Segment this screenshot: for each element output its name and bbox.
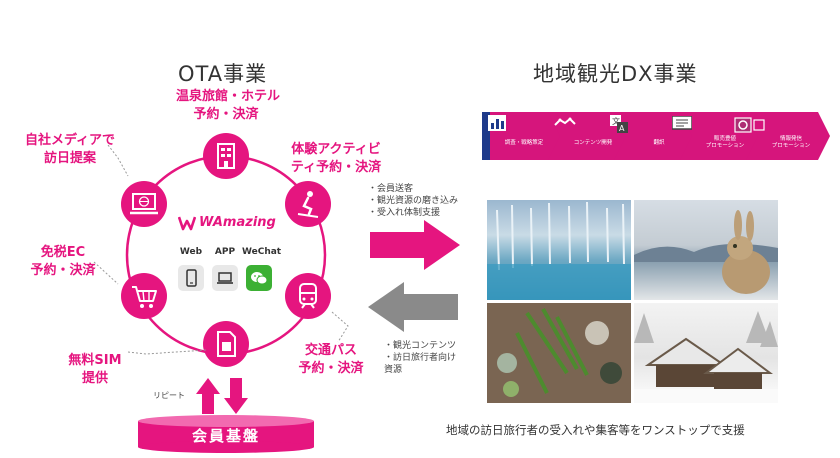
member-base-label: 会員基盤: [191, 427, 260, 445]
svg-text:文: 文: [612, 116, 620, 126]
translate-icon: 文A: [610, 115, 628, 133]
shopping-cart-icon: [132, 286, 157, 308]
phone-icon: [178, 265, 204, 291]
repeat-label: リピート: [153, 391, 185, 400]
flow-left-text: ・観光コンテンツ・訪日旅行者向け資源: [384, 341, 457, 375]
laptop-icon: [212, 265, 238, 291]
brand-name: WAmazing: [199, 215, 276, 230]
tax-free-node: [121, 273, 167, 319]
channel-web-label: Web: [179, 247, 203, 257]
member-base-cylinder: [138, 415, 314, 453]
camera-icon: [734, 117, 765, 133]
transport-node: [285, 273, 331, 319]
activity-label: 体験アクティビティ予約・決済: [290, 142, 382, 175]
photo-vegetables: [487, 303, 631, 403]
monitor-icon: [672, 116, 692, 130]
media-label: 自社メディアで訪日提案: [24, 133, 116, 166]
wamazing-mark-icon: [178, 216, 196, 231]
photo-rabbit: [634, 200, 778, 300]
laptop-globe-icon: [130, 193, 158, 215]
dx-title: 地域観光DX事業: [533, 62, 698, 86]
dx-caption: 地域の訪日旅行者の受入れや集客等をワンストップで支援: [446, 423, 745, 437]
transport-label: 交通パス予約・決済: [298, 343, 364, 376]
train-icon: [299, 283, 317, 309]
sim-node: [203, 321, 249, 367]
dx-step-translation-label: 翻訳: [653, 140, 665, 146]
dx-step-research: 調査・戦略策定: [482, 112, 566, 160]
flow-left-arrow: [368, 282, 458, 332]
dx-step-research-label: 調査・戦略策定: [504, 140, 544, 146]
bar-chart-icon: [488, 115, 506, 131]
label-connectors: [93, 144, 349, 355]
hotel-label: 温泉旅館・ホテル予約・決済: [176, 89, 281, 122]
skier-icon: [297, 191, 319, 218]
flow-right-text: ・会員送客・観光資源の磨き込み・受入れ体制支援: [368, 184, 459, 218]
photo-snow-village: [634, 303, 778, 403]
activity-node: [285, 181, 331, 227]
ota-title: OTA事業: [178, 62, 268, 86]
handshake-icon: [554, 117, 576, 126]
flow-right-arrow: [370, 220, 460, 270]
dx-step-promotion: 情報発信プロモーション: [734, 112, 830, 160]
brand-logo: WAmazing: [178, 214, 276, 232]
channel-app-label: APP: [214, 247, 236, 257]
dx-step-promotion-label: 情報発信プロモーション: [771, 136, 811, 149]
hotel-building-icon: [217, 143, 235, 169]
wechat-icon: [246, 265, 272, 291]
photo-blue-pond: [487, 200, 631, 300]
hotel-node: [203, 133, 249, 179]
sim-card-icon: [217, 331, 236, 357]
repeat-arrows-icon: [196, 378, 248, 414]
dx-step-content-label: コンテンツ開発: [573, 140, 613, 146]
svg-text:A: A: [619, 124, 625, 133]
channel-wechat-label: WeChat: [242, 247, 282, 257]
media-node: [121, 181, 167, 227]
dx-step-sales-label: 販売豊値プロモーション: [705, 136, 745, 149]
